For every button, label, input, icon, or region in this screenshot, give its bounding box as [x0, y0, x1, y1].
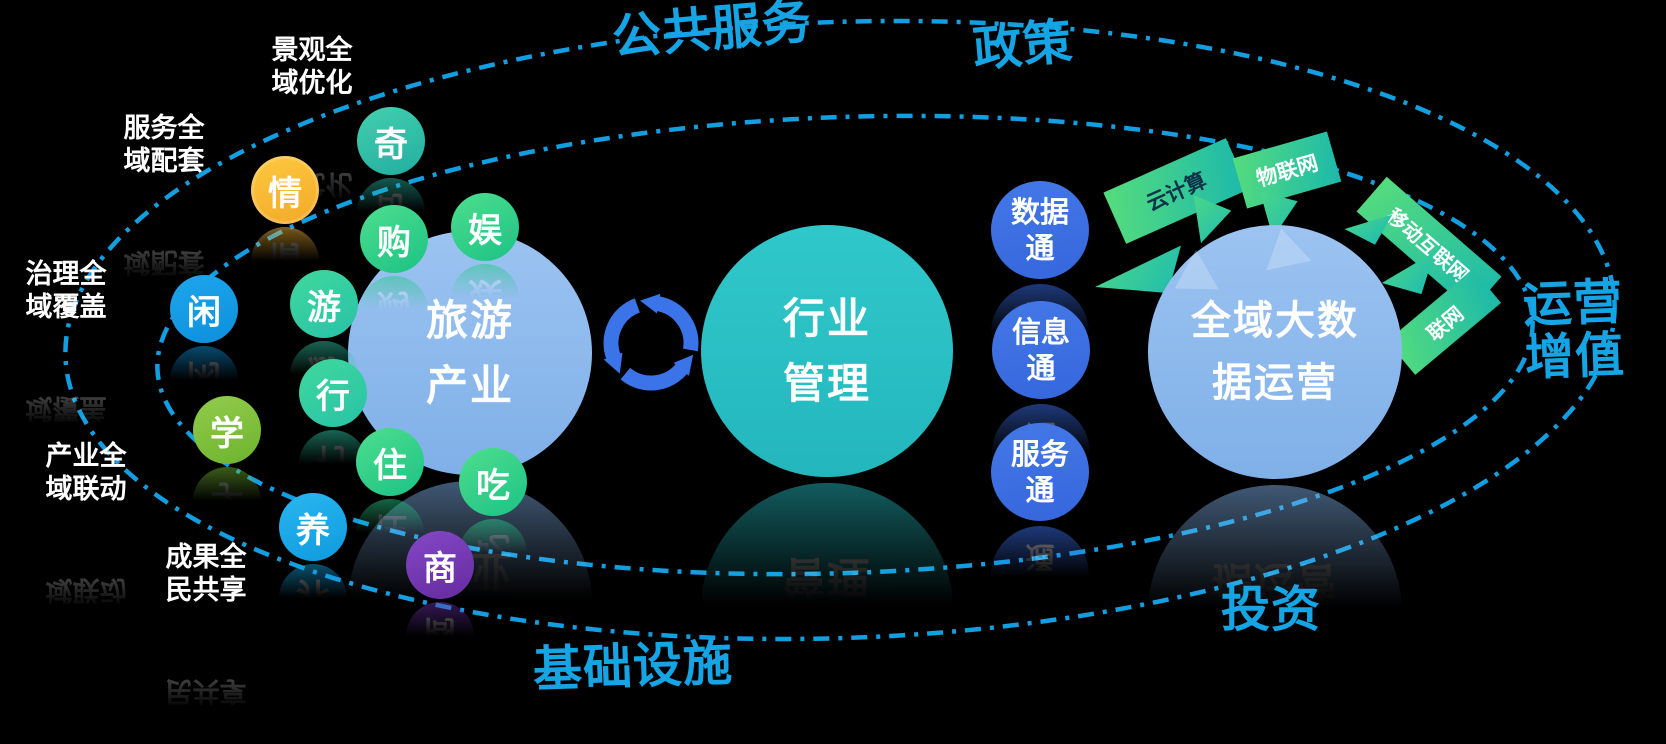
- core-tourism-label: 旅游 产业: [425, 295, 514, 410]
- element-bubble-xian: 闲: [170, 275, 238, 343]
- outcome-bubble-service: 服务全域配套: [123, 113, 205, 177]
- core-industry-label: 行业 管理: [782, 293, 871, 408]
- element-bubble-yu: 娱: [451, 193, 519, 261]
- element-bubble-you: 游: [290, 270, 358, 338]
- recycle-arrows-icon: [603, 293, 699, 391]
- orbit-label-policy: 政策: [970, 12, 1076, 79]
- outcome-bubble-shared-results: 成果全民共享: [165, 542, 247, 606]
- outcome-bubble-governance: 治理全域覆盖: [25, 259, 107, 323]
- tong-bubble-info: 信息通: [992, 301, 1090, 399]
- orbit-label-infrastructure: 基础设施: [532, 634, 734, 699]
- element-bubble-shang: 商: [406, 531, 474, 599]
- tong-bubble-data: 数据通: [991, 181, 1089, 279]
- outcome-bubble-landscape: 景观全域优化: [271, 35, 353, 99]
- orbit-label-investment: 投资: [1221, 581, 1322, 638]
- inner-orbit-ellipse: [155, 113, 1535, 577]
- element-bubble-xing: 行: [299, 359, 367, 427]
- element-bubble-yang: 养: [279, 493, 347, 561]
- element-bubble-zhu: 住: [356, 428, 424, 496]
- core-bigdata-label: 全域大数 据运营: [1191, 298, 1359, 406]
- element-bubble-qing: 情: [251, 156, 319, 224]
- element-bubble-gou: 购: [360, 205, 428, 273]
- tong-bubble-service: 服务通: [991, 423, 1089, 521]
- outcome-bubble-industry-linkage: 产业全域联动: [45, 441, 127, 505]
- orbit-label-operation-value: 运营 增值: [1522, 273, 1626, 387]
- element-bubble-qi: 奇: [357, 107, 425, 175]
- core-circle-bigdata-operation: 全域大数 据运营: [1148, 225, 1402, 479]
- outer-orbit-ellipse: [63, 18, 1617, 642]
- element-bubble-xue: 学: [193, 396, 261, 464]
- element-bubble-chi: 吃: [459, 448, 527, 516]
- core-circle-industry-management: 行业 管理: [701, 225, 953, 477]
- banner-iot-label: 物联网: [1253, 150, 1321, 192]
